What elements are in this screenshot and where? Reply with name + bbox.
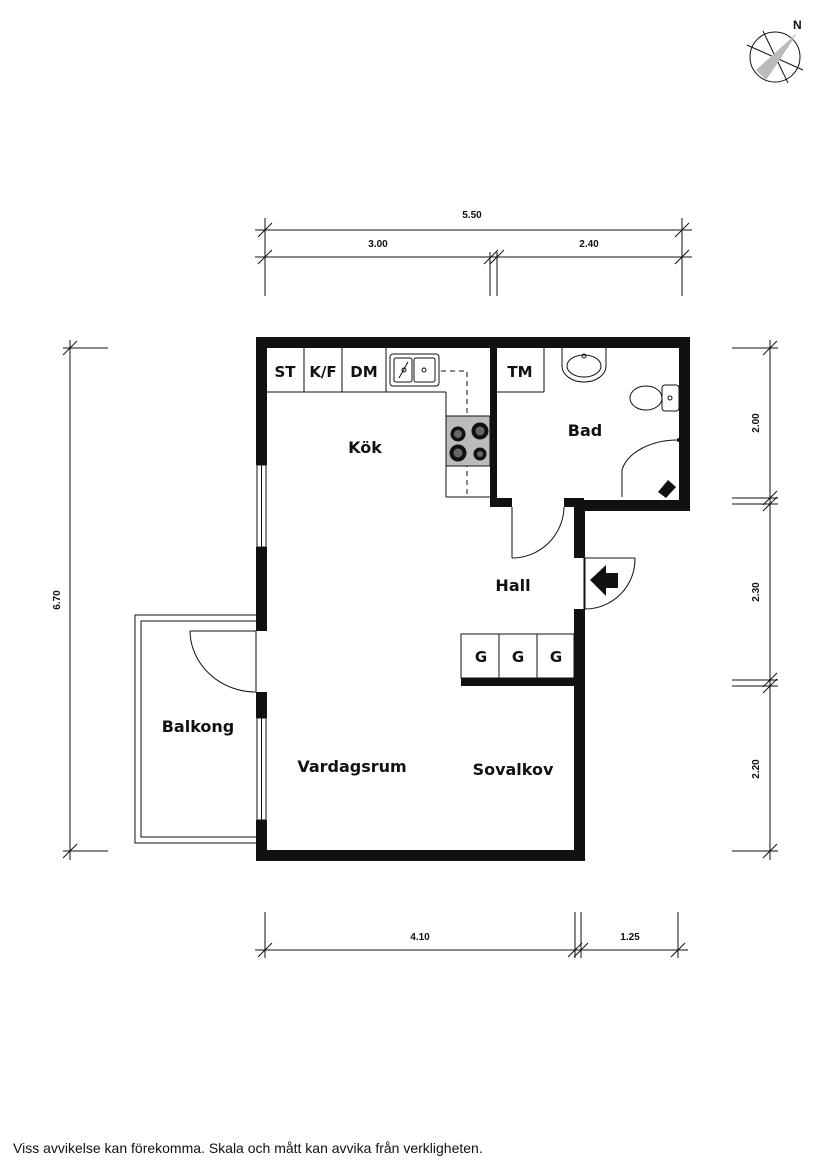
toilet-icon — [629, 384, 680, 412]
fixture-kf: K/F — [309, 363, 336, 381]
right-dimensions — [732, 340, 778, 860]
fixture-dm: DM — [350, 363, 377, 381]
room-bad: Bad — [568, 421, 602, 440]
entrance-arrow-icon — [590, 565, 618, 596]
disclaimer-text: Viss avvikelse kan förekomma. Skala och … — [13, 1140, 483, 1156]
washbasin-icon — [561, 348, 607, 383]
window-livingroom — [256, 717, 267, 821]
fixture-g3: G — [550, 648, 562, 666]
dim-right-mid: 2.30 — [751, 582, 762, 602]
fixture-st: ST — [274, 363, 296, 381]
wardrobes — [460, 633, 575, 679]
dim-left-total: 6.70 — [52, 590, 63, 610]
compass-north-label: N — [793, 18, 802, 32]
balcony-door — [189, 630, 257, 693]
fixture-g1: G — [475, 648, 487, 666]
room-vardagsrum: Vardagsrum — [297, 757, 406, 776]
room-balkong: Balkong — [162, 717, 235, 736]
dim-right-top: 2.00 — [751, 413, 762, 433]
dim-top-left: 3.00 — [368, 239, 388, 250]
room-sovalkov: Sovalkov — [473, 760, 554, 779]
dim-bottom-left: 4.10 — [410, 932, 430, 943]
compass-icon: N — [746, 18, 804, 84]
dim-right-bottom: 2.20 — [751, 759, 762, 779]
dim-top-total: 5.50 — [462, 210, 482, 221]
entrance-door — [583, 557, 636, 610]
top-dimensions — [255, 218, 692, 296]
balcony-outline — [134, 614, 256, 844]
room-kok: Kök — [348, 438, 382, 457]
room-hall: Hall — [495, 576, 530, 595]
shower-icon — [621, 438, 681, 498]
window-kitchen — [256, 464, 267, 548]
dim-bottom-right: 1.25 — [620, 932, 640, 943]
walls — [256, 337, 690, 861]
bottom-dimensions — [255, 912, 688, 958]
dim-top-right: 2.40 — [579, 239, 599, 250]
left-dimension — [62, 340, 108, 860]
fixture-g2: G — [512, 648, 524, 666]
stove-icon — [445, 415, 491, 467]
fixture-tm: TM — [507, 363, 532, 381]
sink-icon — [389, 353, 440, 387]
bathroom-door — [511, 506, 565, 559]
bathroom-fixtures — [497, 348, 545, 393]
